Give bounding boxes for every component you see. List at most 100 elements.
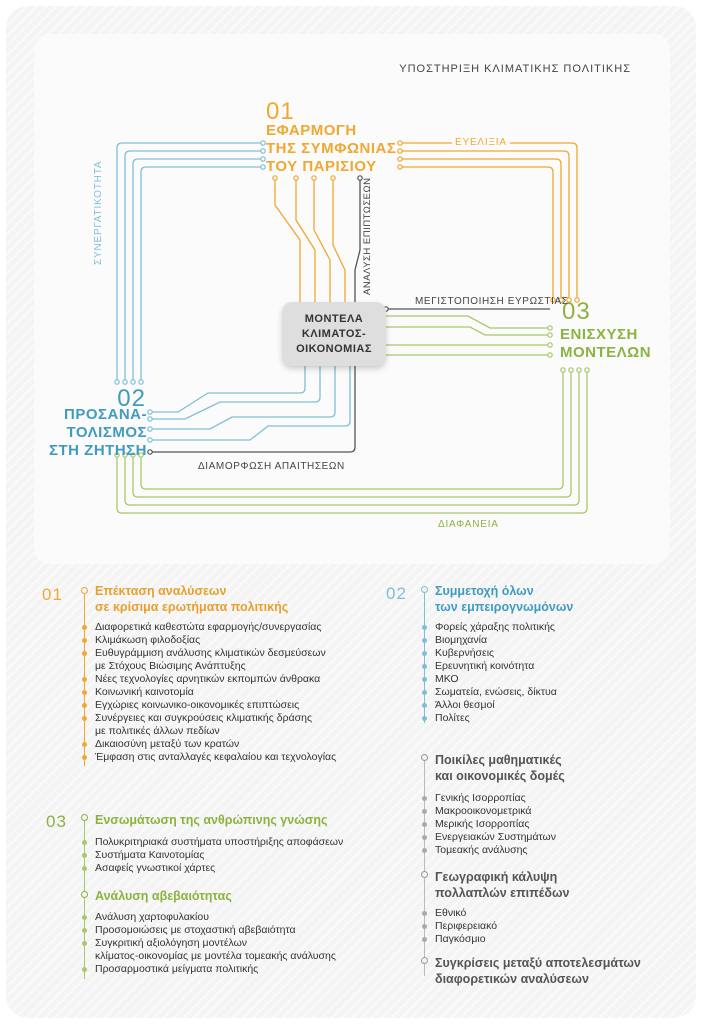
list-item: Δικαιοσύνη μεταξύ των κρατών [95, 738, 240, 750]
section1-title: Επέκταση αναλύσεων σε κρίσιμα ερωτήματα … [95, 583, 288, 615]
bullet-dot [82, 840, 87, 845]
list-item: Συγκριτική αξιολόγηση μοντέλων [95, 937, 248, 949]
section3-number: 03 [46, 812, 67, 831]
section1-title-line2: σε κρίσιμα ερωτήματα πολιτικής [95, 600, 289, 614]
list-item: Μερικής Ισορροπίας [435, 818, 530, 830]
subsection-ring [81, 891, 88, 898]
bullet-dot [82, 853, 87, 858]
section1-title-line1: Επέκταση αναλύσεων [95, 584, 227, 598]
section3-title-line1: Ενσωμάτωση της ανθρώπινης γνώσης [95, 813, 328, 827]
bullet-dot [82, 755, 87, 760]
green-loop-lines [116, 370, 588, 514]
blue-loop-lines [116, 142, 351, 441]
green-center-lines [386, 315, 550, 356]
bullet-dot [82, 742, 87, 747]
section4-title: Ποικίλες μαθηματικές και οικονομικές δομ… [435, 752, 565, 784]
section1-ring [81, 587, 88, 594]
list-item: Ενεργειακών Συστημάτων [435, 831, 556, 843]
list-item: ΜΚΟ [435, 673, 459, 685]
list-item: Πολίτες [435, 712, 470, 724]
section3-title: Ενσωμάτωση της ανθρώπινης γνώσης [95, 812, 327, 828]
list-item: Ανάλυση χαρτοφυλακίου [95, 911, 209, 923]
bullet-dot [82, 941, 87, 946]
section2-title-line1: Συμμετοχή όλων [435, 584, 534, 598]
bullet-dot [422, 835, 427, 840]
section4-list: Γενικής Ισορροπίας Μακροοικονομετρικά Με… [435, 792, 556, 857]
list-item: με Στόχους Βιώσιμης Ανάπτυξης [95, 660, 246, 672]
label-transparency: ΔΙΑΦΑΝΕΙΑ [438, 519, 499, 530]
bullet-dot [422, 924, 427, 929]
section2-number: 02 [386, 584, 407, 603]
node3-line1: ΕΝΙΣΧΥΣΗ [560, 326, 638, 343]
section4-title-line2: και οικονομικές δομές [435, 769, 565, 783]
list-item: με πολιτικές άλλων πεδίων [95, 725, 220, 737]
list-item: Εθνικό [435, 907, 467, 919]
section3b-title-line1: Ανάλυση αβεβαιότητας [95, 889, 232, 903]
center-line2: ΚΛΙΜΑΤΟΣ- [301, 327, 367, 340]
bullet-dot [422, 703, 427, 708]
node3-number: 03 [562, 298, 591, 325]
bullet-dot [82, 677, 87, 682]
node2-line3: ΣΤΗ ΖΗΤΗΣΗ [49, 442, 147, 459]
bullet-dot [422, 796, 427, 801]
diagram-title: ΥΠΟΣΤΗΡΙΞΗ ΚΛΙΜΑΤΙΚΗΣ ΠΟΛΙΤΙΚΗΣ [399, 63, 631, 75]
bullet-dot [82, 625, 87, 630]
bullet-dot [82, 690, 87, 695]
list-item: Νέες τεχνολογίες αρνητικών εκπομπών άνθρ… [95, 673, 321, 685]
bullet-dot [422, 664, 427, 669]
bullet-dot [82, 638, 87, 643]
node3-line2: ΜΟΝΤΕΛΩΝ [560, 344, 652, 361]
label-robustness: ΜΕΓΙΣΤΟΠΟΙΗΣΗ ΕΥΡΩΣΤΙΑΣ [415, 296, 569, 307]
list-item: Σωματεία, ενώσεις, δίκτυα [435, 686, 557, 698]
node2-title: ΠΡΟΣΑΝΑ- ΤΟΛΙΣΜΟΣ ΣΤΗ ΖΗΤΗΣΗ [40, 406, 147, 460]
section3b-list: Ανάλυση χαρτοφυλακίου Προσομοιώσεις με σ… [95, 911, 336, 976]
bullet-dot [422, 651, 427, 656]
label-synergy: ΣΥΝΕΡΓΑΤΙΚΟΤΗΤΑ [93, 160, 104, 265]
bullet-dot [82, 866, 87, 871]
section2-ring [421, 586, 428, 593]
section2-list: Φορείς χάραξης πολιτικής Βιομηχανία Κυβε… [435, 621, 557, 725]
section2-line [424, 593, 425, 723]
bullet-dot [82, 967, 87, 972]
section6-title-line2: διαφορετικών αναλύσεων [435, 972, 589, 986]
section6-title-line1: Συγκρίσεις μεταξύ αποτελεσμάτων [435, 956, 641, 970]
section3-line [84, 821, 85, 979]
section1-number: 01 [42, 585, 63, 604]
list-item: Γενικής Ισορροπίας [435, 792, 526, 804]
bullet-dot [82, 716, 87, 721]
list-item: Βιομηχανία [435, 634, 488, 646]
node2-line2: ΤΟΛΙΣΜΟΣ [66, 424, 147, 441]
gray-sections-line [424, 754, 425, 976]
center-models-box: ΜΟΝΤΕΛΑ ΚΛΙΜΑΤΟΣ- ΟΙΚΟΝΟΜΙΑΣ [282, 302, 386, 366]
list-item: Παγκόσμιο [435, 933, 486, 945]
bullet-dot [422, 677, 427, 682]
bullet-dot [82, 928, 87, 933]
node2-number: 02 [117, 385, 146, 412]
list-item: Κοινωνική καινοτομία [95, 686, 194, 698]
center-line1: ΜΟΝΤΕΛΑ [304, 312, 364, 325]
list-item: Τομεακής ανάλυσης [435, 844, 528, 856]
list-item: Προσαρμοστικά μείγματα πολιτικής [95, 963, 259, 975]
label-requirements: ΔΙΑΜΟΡΦΩΣΗ ΑΠΑΙΤΗΣΕΩΝ [198, 461, 345, 472]
bullet-dot [422, 937, 427, 942]
bullet-dot [422, 638, 427, 643]
list-item: Συστήματα Καινοτομίας [95, 849, 205, 861]
bullet-dot [422, 625, 427, 630]
section6-ring [421, 957, 428, 964]
section6-title: Συγκρίσεις μεταξύ αποτελεσμάτων διαφορετ… [435, 955, 641, 987]
label-flexibility: ΕΥΕΛΙΞΙΑ [452, 137, 510, 148]
list-item: Κυβερνήσεις [435, 647, 495, 659]
section3-ring [81, 814, 88, 821]
section5-title-line2: πολλαπλών επιπέδων [435, 886, 570, 900]
bullet-dot [422, 822, 427, 827]
node1-title: ΕΦΑΡΜΟΓΗ ΤΗΣ ΣΥΜΦΩΝΙΑΣ ΤΟΥ ΠΑΡΙΣΙΟΥ [266, 122, 396, 176]
node1-number: 01 [266, 98, 295, 125]
list-item: Μακροοικονομετρικά [435, 805, 532, 817]
connector-rings [114, 140, 590, 458]
section3-list: Πολυκριτηριακά συστήματα υποστήριξης απο… [95, 836, 343, 875]
section5-ring [421, 871, 428, 878]
section3b-title: Ανάλυση αβεβαιότητας [95, 888, 232, 904]
list-item: κλίματος-οικονομίας με μοντέλα τομεακής … [95, 950, 336, 962]
list-item: Άλλοι θεσμοί [435, 699, 495, 711]
list-item: Ευθυγράμμιση ανάλυσης κλιματικών δεσμεύσ… [95, 647, 326, 659]
